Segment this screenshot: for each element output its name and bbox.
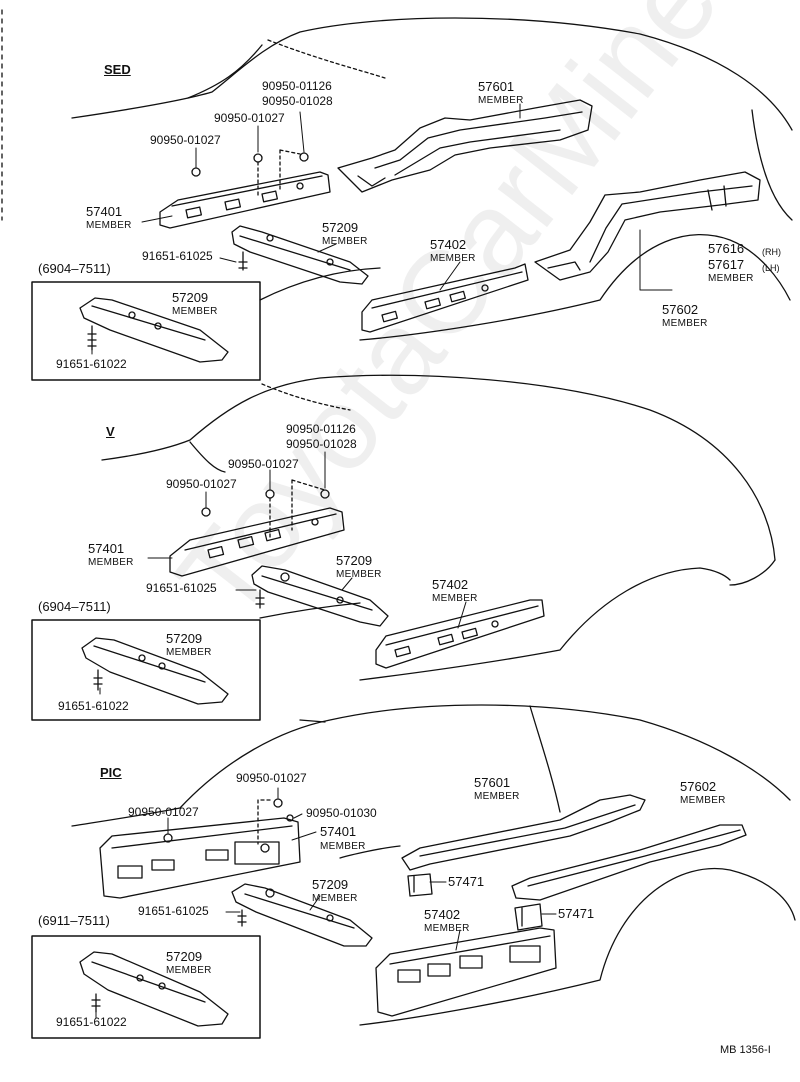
v-box-bolt-91651-61022: 91651-61022 bbox=[58, 699, 129, 713]
pic-label-57402: MEMBER bbox=[424, 923, 470, 934]
v-box-label-57209: MEMBER bbox=[166, 647, 212, 658]
pic-bolt-91651-61025: 91651-61025 bbox=[138, 904, 209, 918]
v-member-57401 bbox=[169, 507, 345, 577]
pic-box-part-57209: 57209 bbox=[166, 949, 203, 964]
sed-label-57209: MEMBER bbox=[322, 236, 368, 247]
pic-box-label-57209: MEMBER bbox=[166, 965, 212, 976]
sed-label-57401: MEMBER bbox=[86, 220, 132, 231]
sed-member-57209 bbox=[231, 225, 369, 285]
pic-box-bolt-91651-61022: 91651-61022 bbox=[56, 1015, 127, 1029]
sed-bolt-90950-01126: 90950-01126 bbox=[262, 79, 332, 93]
pic-car-body-outline bbox=[71, 704, 796, 1026]
pic-label-57602: MEMBER bbox=[680, 795, 726, 806]
pic-part-57471-a: 57471 bbox=[448, 874, 485, 889]
v-bolt-91651-61025: 91651-61025 bbox=[146, 581, 217, 595]
v-section-title: V bbox=[106, 424, 115, 439]
sed-range-box bbox=[31, 281, 261, 381]
pic-section-title: PIC bbox=[100, 765, 122, 780]
pic-part-57402: 57402 bbox=[424, 907, 461, 922]
sed-label-57601: MEMBER bbox=[478, 95, 524, 106]
v-label-57401: MEMBER bbox=[88, 557, 134, 568]
v-part-57209: 57209 bbox=[336, 553, 373, 568]
sed-label-57402: MEMBER bbox=[430, 253, 476, 264]
pic-range-label: (6911–7511) bbox=[38, 913, 110, 928]
sed-lh: (LH) bbox=[762, 263, 780, 273]
pic-member-57209 bbox=[231, 883, 373, 947]
v-part-57402: 57402 bbox=[432, 577, 469, 592]
sed-box-bolt-91651-61022: 91651-61022 bbox=[56, 357, 127, 371]
sed-member-57401 bbox=[159, 171, 331, 229]
sed-member-57402 bbox=[361, 263, 529, 333]
pic-part-57401: 57401 bbox=[320, 824, 357, 839]
sed-bolt-90950-01028: 90950-01028 bbox=[262, 94, 333, 108]
v-label-57209: MEMBER bbox=[336, 569, 382, 580]
sed-box-member-57209 bbox=[79, 297, 229, 363]
v-bolt-90950-01027-a: 90950-01027 bbox=[228, 457, 299, 471]
v-part-57401: 57401 bbox=[88, 541, 125, 556]
sed-frame-57602 bbox=[534, 171, 761, 281]
pic-frame-57602 bbox=[511, 824, 747, 901]
sed-bolt-90950-01027-a: 90950-01027 bbox=[214, 111, 285, 125]
v-member-57209 bbox=[251, 565, 389, 627]
v-car-body-outline bbox=[101, 374, 776, 681]
sed-label-57602: MEMBER bbox=[662, 318, 708, 329]
sed-bolt-91651-61025: 91651-61025 bbox=[142, 249, 213, 263]
pic-label-57209: MEMBER bbox=[312, 893, 358, 904]
sed-part-57616: 57616 bbox=[708, 241, 745, 256]
pic-part-57471-b: 57471 bbox=[558, 906, 595, 921]
pic-range-box bbox=[31, 935, 261, 1039]
sed-part-57617: 57617 bbox=[708, 257, 745, 272]
pic-member-57402 bbox=[375, 927, 557, 1017]
v-box-part-57209: 57209 bbox=[166, 631, 203, 646]
v-bolt-90950-01028: 90950-01028 bbox=[286, 437, 357, 451]
diagram-code: MB 1356-I bbox=[720, 1044, 771, 1056]
v-box-member-57209 bbox=[81, 637, 229, 705]
pic-label-57601: MEMBER bbox=[474, 791, 520, 802]
v-range-label: (6904–7511) bbox=[38, 599, 111, 614]
pic-part-57602: 57602 bbox=[680, 779, 717, 794]
pic-part-57209: 57209 bbox=[312, 877, 349, 892]
pic-bolt-90950-01027-a: 90950-01027 bbox=[236, 771, 307, 785]
pic-member-57401 bbox=[99, 817, 301, 899]
pic-bolt-90950-01027-b: 90950-01027 bbox=[128, 805, 199, 819]
pic-box-member-57209 bbox=[79, 951, 229, 1027]
sed-label-57617: MEMBER bbox=[708, 273, 754, 284]
sed-box-part-57209: 57209 bbox=[172, 290, 209, 305]
sed-part-57601: 57601 bbox=[478, 79, 515, 94]
sed-part-57402: 57402 bbox=[430, 237, 467, 252]
sed-part-57209: 57209 bbox=[322, 220, 359, 235]
v-label-57402: MEMBER bbox=[432, 593, 478, 604]
sed-box-label-57209: MEMBER bbox=[172, 306, 218, 317]
v-bolt-90950-01027-b: 90950-01027 bbox=[166, 477, 237, 491]
sed-section-title: SED bbox=[104, 62, 131, 77]
pic-part-57601: 57601 bbox=[474, 775, 511, 790]
pic-bolt-90950-01030: 90950-01030 bbox=[306, 806, 377, 820]
v-range-box bbox=[31, 619, 261, 721]
pic-brackets-57471 bbox=[407, 873, 543, 931]
sed-frame-57601 bbox=[337, 99, 593, 193]
v-bolt-90950-01126: 90950-01126 bbox=[286, 422, 356, 436]
pic-frame-57601 bbox=[401, 794, 646, 871]
pic-label-57401: MEMBER bbox=[320, 841, 366, 852]
leader-lines bbox=[91, 103, 673, 1019]
sed-bolt-90950-01027-b: 90950-01027 bbox=[150, 133, 221, 147]
sed-rh: (RH) bbox=[762, 247, 781, 257]
sed-range-label: (6904–7511) bbox=[38, 261, 111, 276]
sed-bolts bbox=[191, 149, 309, 197]
sed-part-57401: 57401 bbox=[86, 204, 123, 219]
v-member-57402 bbox=[375, 599, 545, 669]
sed-car-body-outline bbox=[71, 17, 793, 341]
sed-part-57602: 57602 bbox=[662, 302, 699, 317]
